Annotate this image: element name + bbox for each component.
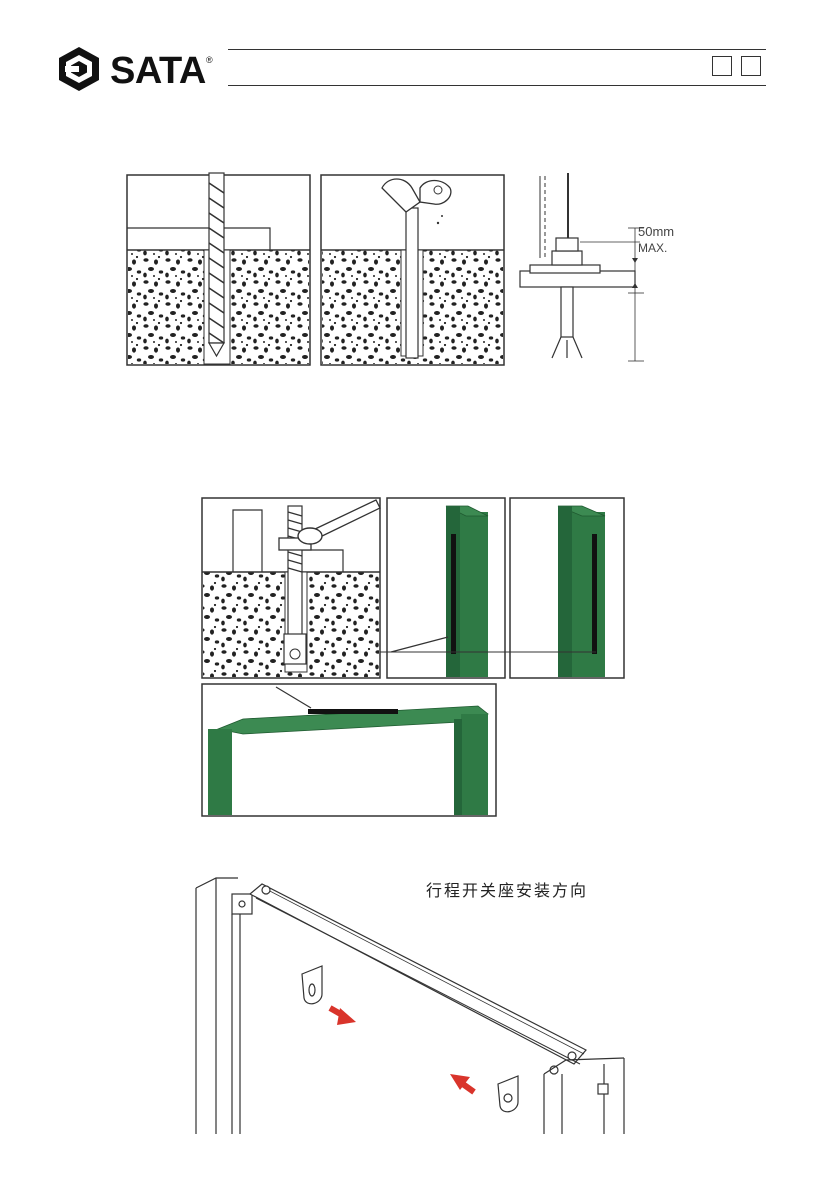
page-number-box-1 xyxy=(712,56,732,76)
frame-post-panel-left xyxy=(387,498,505,678)
registered-mark: ® xyxy=(206,55,213,65)
header-rule-bottom xyxy=(228,85,766,86)
header-rule-top xyxy=(228,49,766,50)
dimension-label: 50mm xyxy=(638,224,674,239)
frame-anchoring-figure xyxy=(198,494,628,822)
limit-switch-seat-left-icon xyxy=(302,966,322,1004)
install-direction-arrow-right-icon xyxy=(330,1008,356,1025)
frame-post-panel-right xyxy=(510,498,624,678)
wrench-tightening-panel xyxy=(202,498,380,678)
anchor-installation-figure: 50mm MAX. xyxy=(120,168,710,373)
frame-top-beam-panel xyxy=(202,684,496,816)
figure-caption: 行程开关座安装方向 xyxy=(426,877,588,901)
page-number-box-2 xyxy=(741,56,761,76)
install-direction-arrow-left-icon xyxy=(450,1074,474,1092)
sata-logo-icon xyxy=(54,44,104,94)
top-beam xyxy=(250,884,586,1074)
drill-step-panel xyxy=(127,173,310,365)
clean-hole-step-panel xyxy=(321,175,504,365)
limit-switch-seat-right-icon xyxy=(498,1076,518,1112)
drill-bit-icon xyxy=(209,173,224,356)
left-post xyxy=(196,878,252,1134)
anchor-bolt-dimension-panel: 50mm MAX. xyxy=(520,173,674,361)
brand-name: SATA xyxy=(110,50,206,93)
limit-switch-direction-figure xyxy=(194,874,630,1136)
dimension-max-label: MAX. xyxy=(638,241,667,255)
